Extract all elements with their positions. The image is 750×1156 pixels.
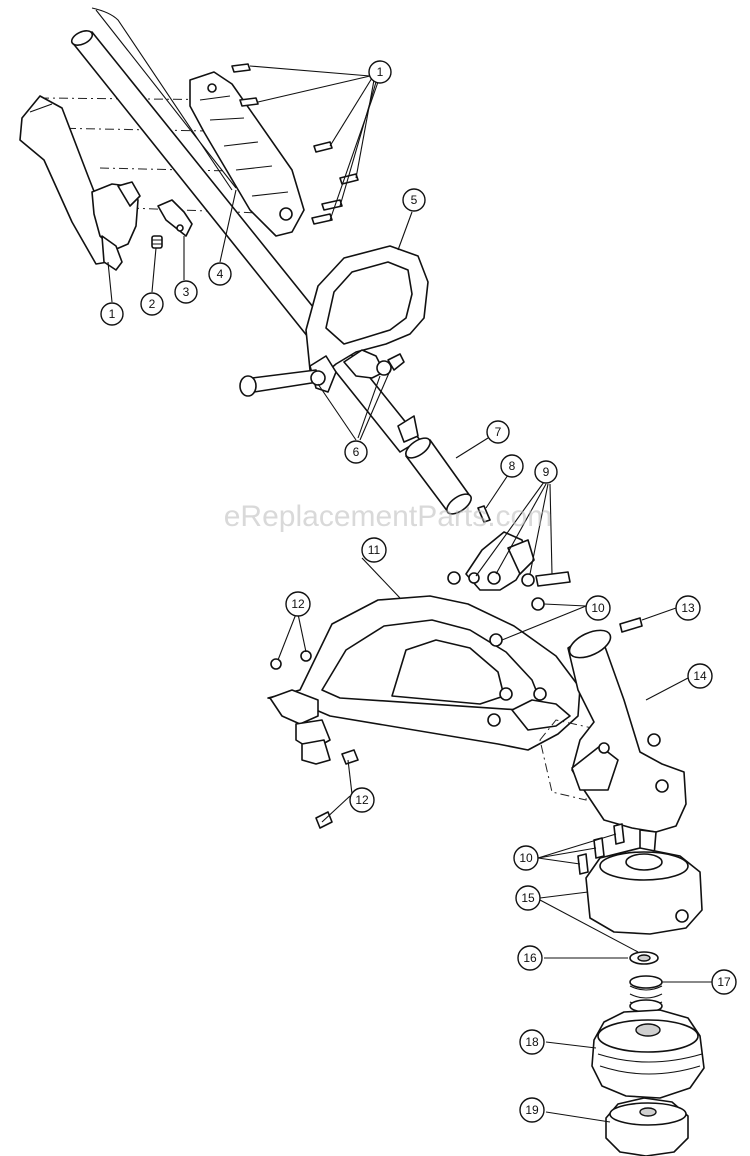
grip-screws xyxy=(231,63,359,225)
svg-text:8: 8 xyxy=(509,459,516,473)
callout-3: 3 xyxy=(174,280,198,304)
callout-2: 2 xyxy=(140,292,164,316)
svg-text:13: 13 xyxy=(681,601,695,615)
svg-text:18: 18 xyxy=(525,1035,539,1049)
spring xyxy=(629,975,663,1013)
throttle-cable xyxy=(91,7,237,191)
svg-text:5: 5 xyxy=(411,193,418,207)
callout-17: 17 xyxy=(711,969,737,995)
trimmer-head-housing xyxy=(585,847,703,935)
svg-text:11: 11 xyxy=(368,543,381,557)
callout-7: 7 xyxy=(486,420,510,444)
svg-text:7: 7 xyxy=(495,425,502,439)
trigger-spring xyxy=(151,235,163,249)
callout-5: 5 xyxy=(402,188,426,212)
grip-half-front xyxy=(91,181,141,271)
svg-text:3: 3 xyxy=(183,285,190,299)
shield-clamp xyxy=(447,531,571,591)
svg-text:16: 16 xyxy=(523,951,537,965)
callout-1-top: 1 xyxy=(368,60,392,84)
trimmer-guard xyxy=(267,595,593,801)
callout-1-bottom: 1 xyxy=(100,302,124,326)
shaft-end xyxy=(397,415,419,443)
svg-text:6: 6 xyxy=(353,445,360,459)
washer xyxy=(629,951,659,965)
leader-lines xyxy=(107,65,712,1123)
shaft-sleeve xyxy=(405,437,472,515)
grip-housing xyxy=(189,71,305,237)
bump-knob xyxy=(605,1097,689,1156)
svg-text:10: 10 xyxy=(591,601,605,615)
svg-text:2: 2 xyxy=(149,297,156,311)
callout-10-lower: 10 xyxy=(513,845,539,871)
svg-text:15: 15 xyxy=(521,891,535,905)
locating-pin xyxy=(477,505,491,523)
spool xyxy=(591,1009,705,1099)
callout-15: 15 xyxy=(515,885,541,911)
svg-text:10: 10 xyxy=(519,851,533,865)
svg-text:17: 17 xyxy=(717,975,731,989)
callout-19: 19 xyxy=(519,1097,545,1123)
loop-handle xyxy=(305,245,429,393)
svg-text:4: 4 xyxy=(217,267,224,281)
callout-9: 9 xyxy=(534,460,558,484)
gear-head-screw xyxy=(619,617,643,633)
guard-nuts xyxy=(270,597,547,727)
svg-text:1: 1 xyxy=(377,65,384,79)
watermark-text: eReplacementParts.com xyxy=(224,500,552,533)
svg-text:14: 14 xyxy=(693,669,707,683)
callout-12-upper: 12 xyxy=(285,591,311,617)
svg-text:12: 12 xyxy=(355,793,369,807)
callout-10-upper: 10 xyxy=(585,595,611,621)
callout-12-lower: 12 xyxy=(349,787,375,813)
callout-18: 18 xyxy=(519,1029,545,1055)
callout-11: 11 xyxy=(361,537,387,563)
gear-head-housing xyxy=(567,629,687,857)
grip-half-rear xyxy=(19,95,111,265)
callout-6: 6 xyxy=(344,440,368,464)
gear-head-mount-screws xyxy=(577,823,625,875)
svg-text:1: 1 xyxy=(109,307,116,321)
callout-13: 13 xyxy=(675,595,701,621)
svg-text:19: 19 xyxy=(525,1103,539,1117)
callout-14: 14 xyxy=(687,663,713,689)
callout-4: 4 xyxy=(208,262,232,286)
throttle-trigger xyxy=(157,199,193,237)
handle-bolt xyxy=(239,369,326,397)
callout-8: 8 xyxy=(500,454,524,478)
svg-text:9: 9 xyxy=(543,465,550,479)
handle-wing-nut xyxy=(376,353,405,376)
callout-16: 16 xyxy=(517,945,543,971)
svg-text:12: 12 xyxy=(291,597,305,611)
